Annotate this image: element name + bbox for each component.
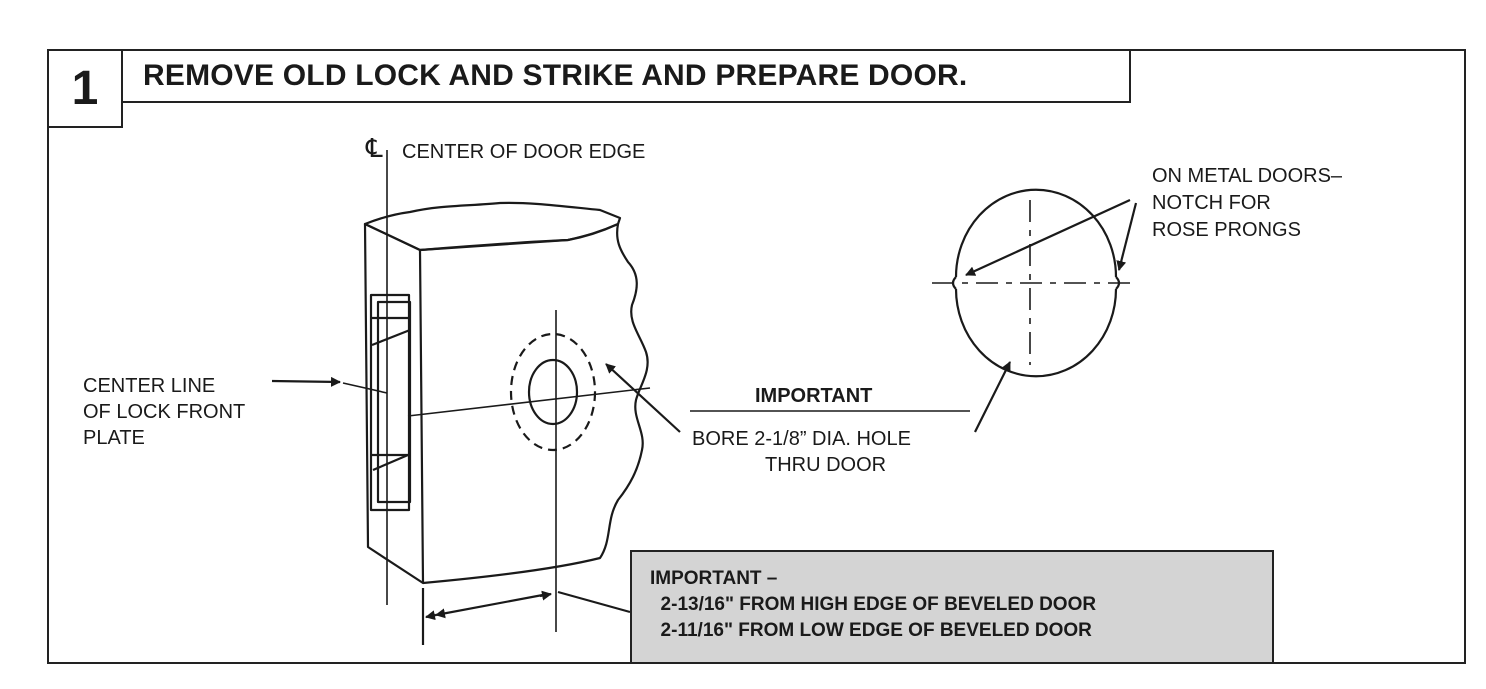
metal-doors-label-1: ON METAL DOORS–	[1152, 165, 1343, 187]
important-note-line-1: 2-13/16" FROM HIGH EDGE OF BEVELED DOOR	[650, 594, 1097, 615]
door-edge-face	[363, 222, 425, 585]
step-number: 1	[47, 49, 123, 128]
door-front-face	[419, 222, 649, 585]
backset-dimension-arrow	[435, 592, 549, 619]
center-line-label-2: OF LOCK FRONT	[83, 401, 246, 423]
metal-doors-label-2: NOTCH FOR	[1152, 192, 1271, 214]
centerline-symbol: ℄	[366, 133, 383, 163]
lock-centerline	[342, 382, 388, 394]
bore-arrow	[605, 363, 681, 433]
bore-hole-outline	[509, 332, 597, 452]
lock-inner-plate	[376, 300, 412, 504]
circle-arrow	[974, 361, 1011, 433]
important-note-box: IMPORTANT – 2-13/16" FROM HIGH EDGE OF B…	[630, 550, 1274, 664]
bore-label-1: BORE 2-1/8” DIA. HOLE	[692, 428, 911, 450]
notch-arrow-left	[965, 198, 1131, 277]
notch-arrow-right	[1116, 202, 1138, 271]
bore-label-2: THRU DOOR	[765, 454, 887, 476]
center-line-label-1: CENTER LINE	[83, 375, 216, 397]
bore-hole	[527, 358, 579, 426]
center-line-arrow	[271, 376, 341, 387]
important-note-line-2: 2-11/16" FROM LOW EDGE OF BEVELED DOOR	[650, 620, 1092, 641]
important-heading: IMPORTANT	[755, 385, 873, 407]
important-note-heading: IMPORTANT –	[650, 568, 778, 589]
center-of-door-edge-label: CENTER OF DOOR EDGE	[402, 141, 646, 163]
rose-prong-circle	[954, 188, 1118, 378]
metal-doors-label-3: ROSE PRONGS	[1152, 219, 1301, 241]
center-line-label-3: PLATE	[83, 427, 145, 449]
lock-front-plate	[369, 293, 411, 512]
step-title: REMOVE OLD LOCK AND STRIKE AND PREPARE D…	[121, 49, 1131, 103]
